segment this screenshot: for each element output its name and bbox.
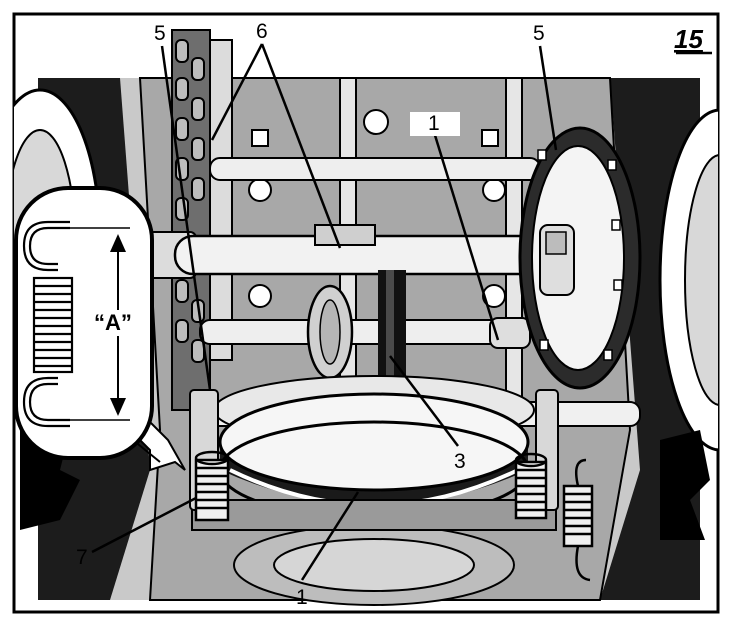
callout-5-left: 5 xyxy=(154,22,166,45)
callout-1-top: 1 xyxy=(428,112,440,135)
plate-holes xyxy=(248,109,506,308)
upper-shaft xyxy=(209,157,541,181)
lower-shaft xyxy=(199,284,531,380)
spring-right xyxy=(514,452,548,520)
spring-dimension-label: “A” xyxy=(94,310,132,335)
figure-number: 15 xyxy=(674,24,703,54)
main-axle xyxy=(147,224,547,279)
callout-6: 6 xyxy=(256,20,268,43)
label-backdrop xyxy=(410,112,460,136)
callout-7: 7 xyxy=(76,546,88,569)
spring-left xyxy=(194,450,230,522)
left-chain xyxy=(171,29,233,411)
spare-spring xyxy=(562,458,594,582)
callout-3: 3 xyxy=(454,450,466,473)
right-sprocket xyxy=(518,126,642,390)
right-wheel xyxy=(658,108,718,540)
bracket-plate xyxy=(191,499,557,531)
callout-1-bottom: 1 xyxy=(296,586,308,609)
leader-lines xyxy=(91,43,558,581)
dimension-arrow xyxy=(92,234,142,416)
callout-5-right: 5 xyxy=(533,22,545,45)
pulley xyxy=(213,375,535,606)
spring-detail-inset xyxy=(14,186,186,472)
